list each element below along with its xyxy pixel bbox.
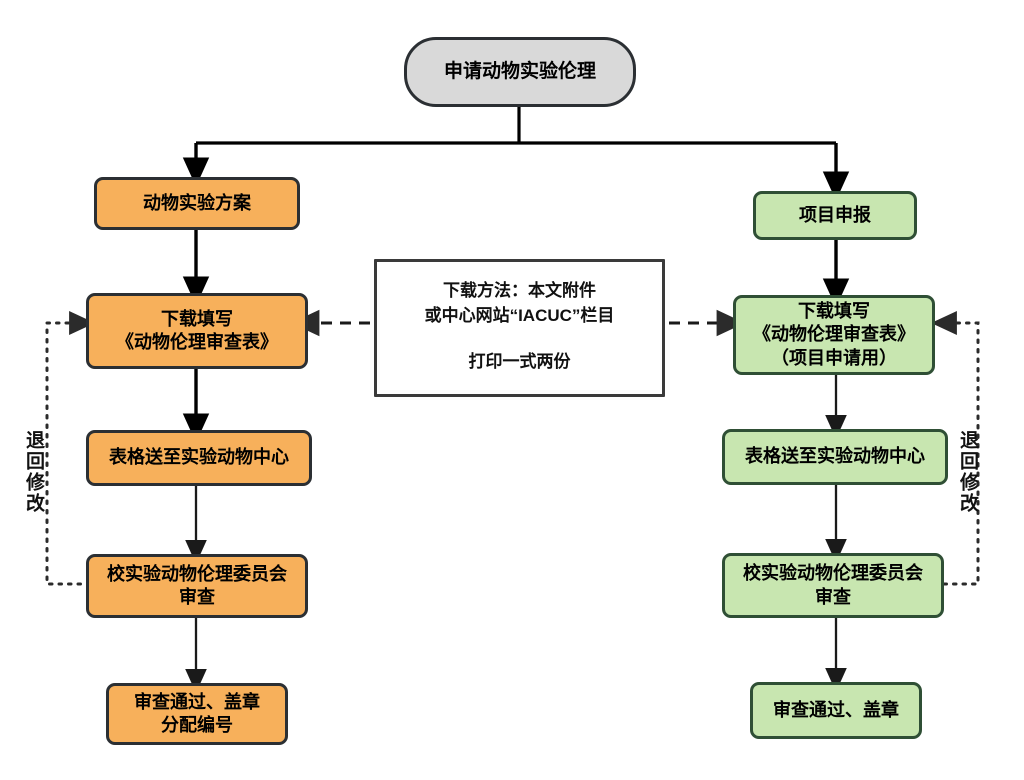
- node-left-approved-stamped-numbered[interactable]: 审查通过、盖章 分配编号: [106, 683, 288, 745]
- note-download-method: 下载方法：本文附件 或中心网站“IACUC”栏目 打印一式两份: [374, 259, 665, 397]
- node-right-project-application[interactable]: 项目申报: [753, 191, 917, 240]
- node-right-submit-to-center[interactable]: 表格送至实验动物中心: [722, 429, 948, 485]
- node-left-download-form[interactable]: 下载填写 《动物伦理审查表》: [86, 293, 308, 369]
- node-right-download-form[interactable]: 下载填写 《动物伦理审查表》 （项目申请用）: [733, 295, 935, 375]
- note-print-two-copies-text: 打印一式两份: [468, 352, 571, 372]
- node-right-committee-review[interactable]: 校实验动物伦理委员会 审查: [722, 553, 944, 618]
- right-feedback-label-return-for-revision: 退回修改: [957, 430, 978, 514]
- node-apply-animal-ethics[interactable]: 申请动物实验伦理: [404, 37, 636, 107]
- node-left-animal-experiment-plan[interactable]: 动物实验方案: [94, 177, 300, 230]
- note-download-method-text: 下载方法：本文附件 或中心网站“IACUC”栏目: [424, 281, 615, 325]
- left-feedback-label-return-for-revision: 退回修改: [23, 430, 44, 514]
- node-right-approved-stamped[interactable]: 审查通过、盖章: [750, 682, 922, 739]
- node-left-submit-to-center[interactable]: 表格送至实验动物中心: [86, 430, 312, 486]
- node-left-committee-review[interactable]: 校实验动物伦理委员会 审查: [86, 554, 308, 618]
